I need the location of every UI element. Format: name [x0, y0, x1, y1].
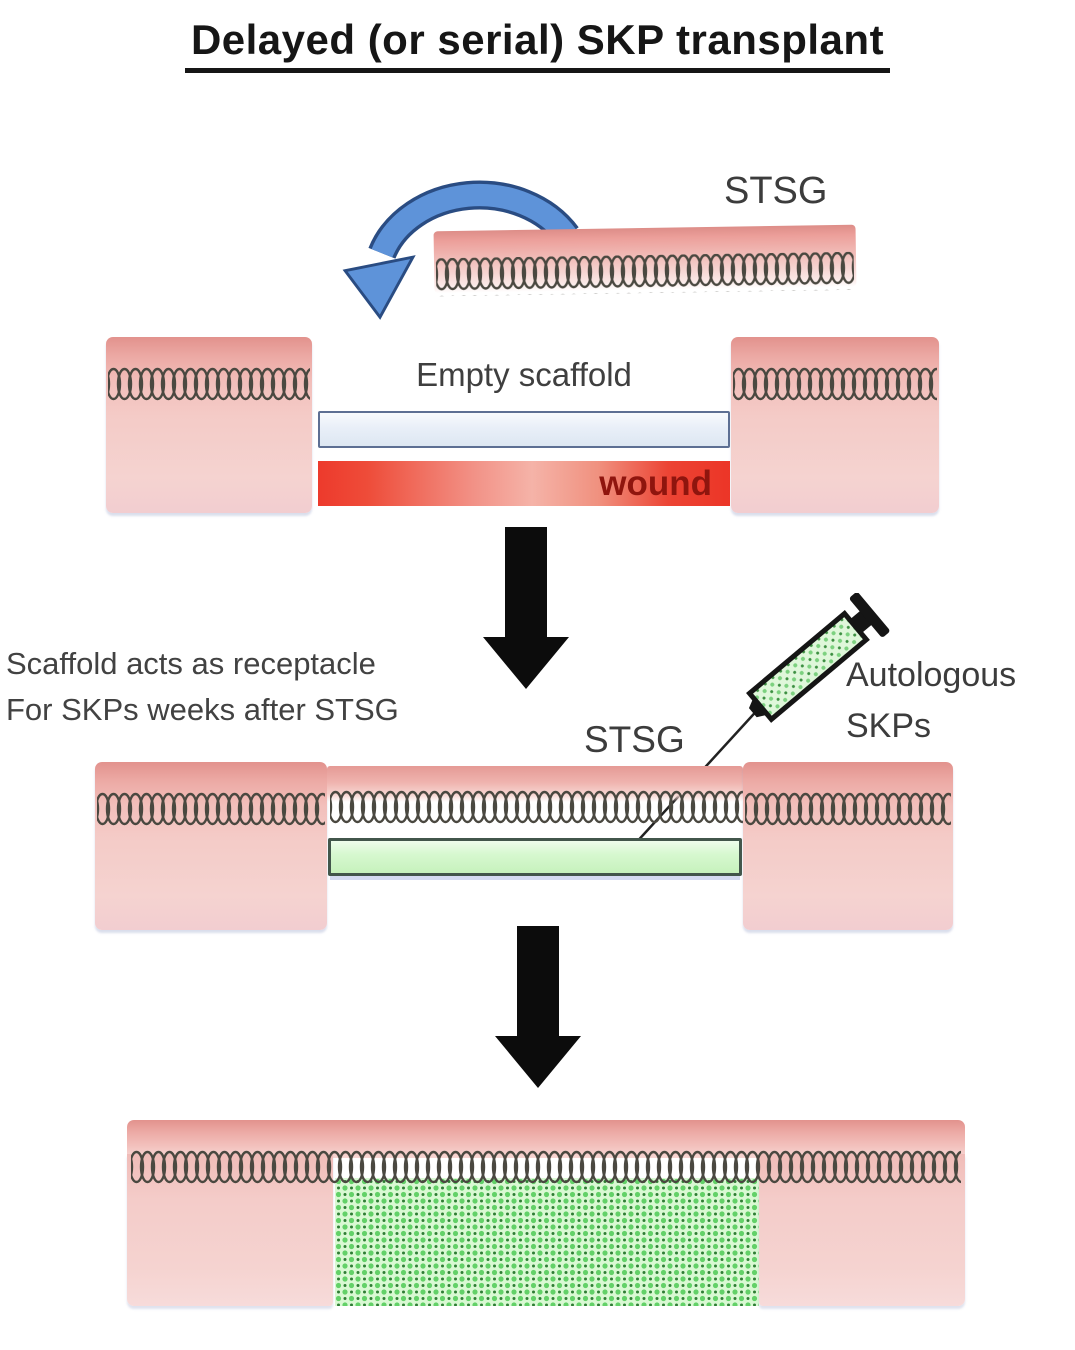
empty-scaffold-bar: [318, 411, 730, 448]
stage2-caption-line2: For SKPs weeks after STSG: [6, 692, 399, 727]
wound-label: wound: [599, 464, 712, 503]
autologous-skps-caption: Autologous SKPs: [846, 650, 1016, 752]
stage2-caption-line1: Scaffold acts as receptacle: [6, 646, 376, 681]
down-arrow-icon: [495, 926, 581, 1088]
autologous-caption-line2: SKPs: [846, 707, 932, 745]
curved-arrow-icon: [342, 180, 579, 320]
stsg-label-top: STSG: [724, 170, 828, 212]
stsg-label-mid: STSG: [584, 719, 685, 760]
down-arrow-icon: [483, 527, 569, 689]
suture-coil: [131, 1148, 961, 1186]
autologous-caption-line1: Autologous: [846, 656, 1017, 694]
figure-title: Delayed (or serial) SKP transplant: [184, 16, 891, 73]
healed-skin-panel: [127, 1120, 965, 1310]
skin-block-right-1: [731, 337, 939, 513]
skp-seeded-scaffold-bar: [328, 838, 742, 876]
wound-bar: wound: [318, 461, 730, 506]
suture-coil: [330, 788, 743, 826]
suture-coil: [435, 251, 855, 297]
suture-coil: [108, 365, 310, 403]
skin-block-left-2: [95, 762, 327, 930]
empty-scaffold-label: Empty scaffold: [416, 356, 632, 393]
suture-coil: [745, 790, 951, 828]
suture-coil: [97, 790, 325, 828]
skin-block-left-1: [106, 337, 312, 513]
suture-coil: [733, 365, 937, 403]
stage2-caption: Scaffold acts as receptacle For SKPs wee…: [6, 641, 399, 733]
skp-filled-region: [335, 1178, 759, 1306]
skin-block-right-2: [743, 762, 953, 930]
figure-title-wrap: Delayed (or serial) SKP transplant: [0, 16, 1075, 73]
